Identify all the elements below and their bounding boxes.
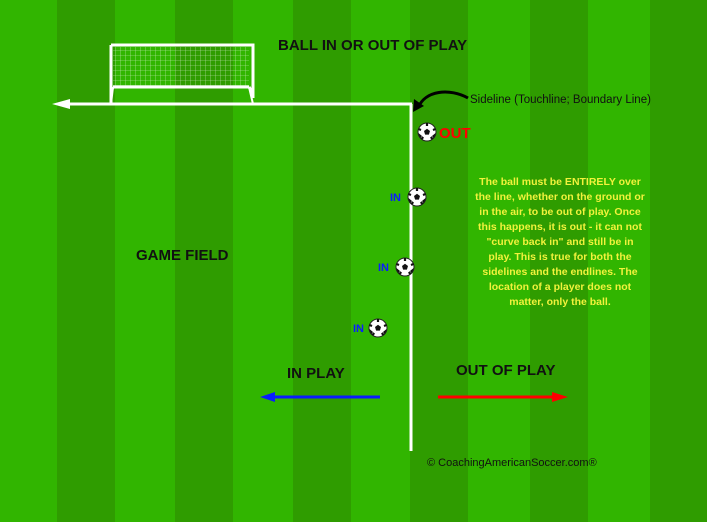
grass-stripe (293, 0, 351, 522)
in-label: IN (353, 323, 364, 335)
out-of-play-label: OUT OF PLAY (456, 362, 556, 379)
pointer-arrow (416, 90, 469, 109)
out-label: OUT (439, 125, 471, 142)
goal-frame (109, 43, 255, 104)
soccer-ball-in (394, 256, 416, 278)
grass-stripe (410, 0, 468, 522)
soccer-ball-in (406, 186, 428, 208)
soccer-ball-out (416, 121, 438, 143)
grass-stripe (0, 0, 57, 522)
goal-net (113, 47, 249, 87)
rule-explanation: The ball must be ENTIRELY over the line,… (475, 176, 645, 308)
out-of-play-arrowhead (552, 392, 568, 402)
endline-arrowhead (52, 99, 70, 109)
grass-stripe (468, 0, 530, 522)
soccer-ball-in (367, 317, 389, 339)
in-play-label: IN PLAY (287, 365, 345, 382)
grass-stripe (650, 0, 707, 522)
in-label: IN (378, 262, 389, 274)
game-field-label: GAME FIELD (136, 247, 229, 264)
in-play-arrowhead (260, 392, 275, 402)
grass-stripe (530, 0, 588, 522)
pointer-arrowhead (413, 99, 424, 112)
diagram-title: BALL IN OR OUT OF PLAY (278, 37, 468, 54)
grass-stripe (57, 0, 115, 522)
goal (109, 43, 255, 105)
grass-stripe (588, 0, 650, 522)
copyright-notice: © CoachingAmericanSoccer.com® (427, 457, 597, 469)
sideline-label: Sideline (Touchline; Boundary Line) (470, 94, 651, 106)
in-label: IN (390, 192, 401, 204)
